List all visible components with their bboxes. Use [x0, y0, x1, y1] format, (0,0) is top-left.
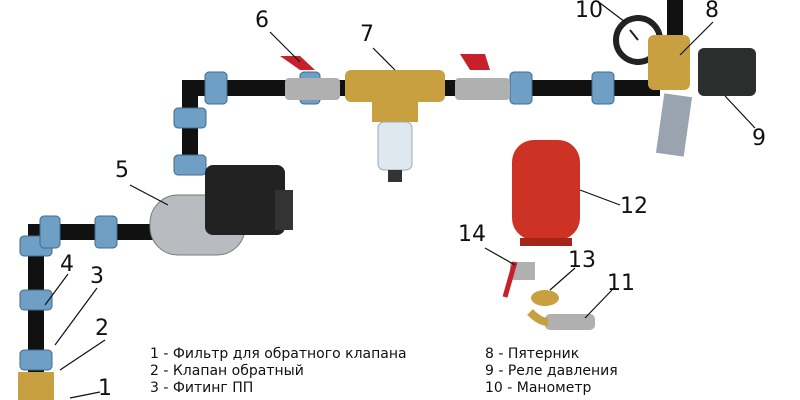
- callout-5: 5: [115, 158, 129, 183]
- callout-9: 9: [752, 126, 766, 151]
- callout-6: 6: [255, 8, 269, 33]
- callout-8: 8: [705, 0, 719, 23]
- legend-item: 9 - Реле давления: [485, 363, 618, 379]
- callout-3: 3: [90, 264, 104, 289]
- callout-14: 14: [458, 222, 486, 247]
- callout-2: 2: [95, 316, 109, 341]
- legend-item: 2 - Клапан обратный: [150, 363, 304, 379]
- legend-item: 8 - Пятерник: [485, 346, 580, 362]
- callout-11: 11: [607, 271, 635, 296]
- tank-fittings: [502, 261, 595, 330]
- callout-12: 12: [620, 194, 648, 219]
- suction-pipe: [28, 224, 160, 400]
- expansion-tank: [512, 140, 580, 246]
- legend-item: 1 - Фильтр для обратного клапана: [150, 346, 407, 362]
- pump: [149, 165, 293, 256]
- legend-item: 3 - Фитинг ПП: [150, 380, 254, 396]
- manifold: [613, 15, 756, 157]
- callout-4: 4: [60, 252, 74, 277]
- legend-item: 10 - Манометр: [485, 380, 592, 396]
- callout-1: 1: [98, 376, 112, 400]
- check-valve: [18, 372, 54, 400]
- callout-7: 7: [360, 22, 374, 47]
- callout-13: 13: [568, 248, 596, 273]
- ball-valves: [280, 54, 510, 100]
- callout-10: 10: [575, 0, 603, 23]
- filter: [345, 70, 445, 182]
- leader-lines: [44, 2, 756, 399]
